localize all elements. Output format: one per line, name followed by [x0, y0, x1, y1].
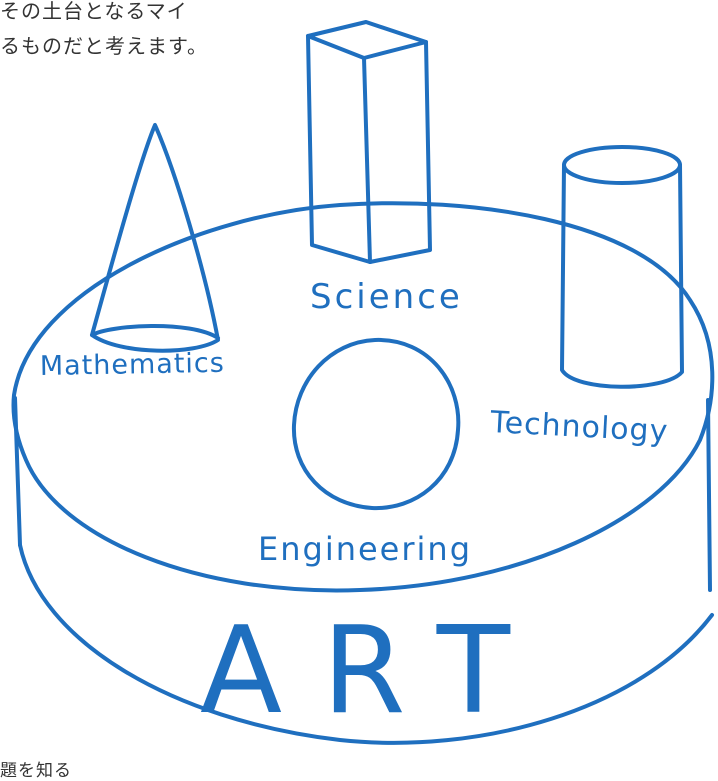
- intro-text-line-1: その土台となるマイ: [0, 0, 188, 23]
- circle-shape: [291, 337, 461, 511]
- label-mathematics: Mathematics: [40, 348, 226, 382]
- cylinder-shape: [560, 145, 684, 389]
- cone-outline: [90, 123, 220, 353]
- prism-shape: [306, 20, 432, 264]
- platform-side-left: [13, 396, 22, 547]
- label-engineering: Engineering: [258, 530, 472, 568]
- label-science: Science: [310, 277, 463, 317]
- prism-right-face: [362, 40, 432, 264]
- platform-side-right: [706, 398, 712, 592]
- platform-top-ellipse: [11, 201, 715, 593]
- intro-text-line-2: るものだと考えます。: [0, 34, 208, 58]
- circle-outline: [291, 337, 461, 511]
- label-art: ART: [200, 602, 550, 741]
- caption-text: 題を知る: [0, 761, 72, 781]
- cylinder-sides: [560, 163, 684, 389]
- cone-shape: [90, 123, 220, 353]
- cylinder-top: [562, 145, 682, 185]
- prism-top-face: [306, 20, 428, 44]
- label-technology: Technology: [489, 405, 670, 449]
- platform-bottom-curve: [18, 543, 714, 745]
- prism-front-face: [306, 34, 372, 264]
- art-platform: [11, 201, 715, 745]
- cone-base: [90, 324, 220, 340]
